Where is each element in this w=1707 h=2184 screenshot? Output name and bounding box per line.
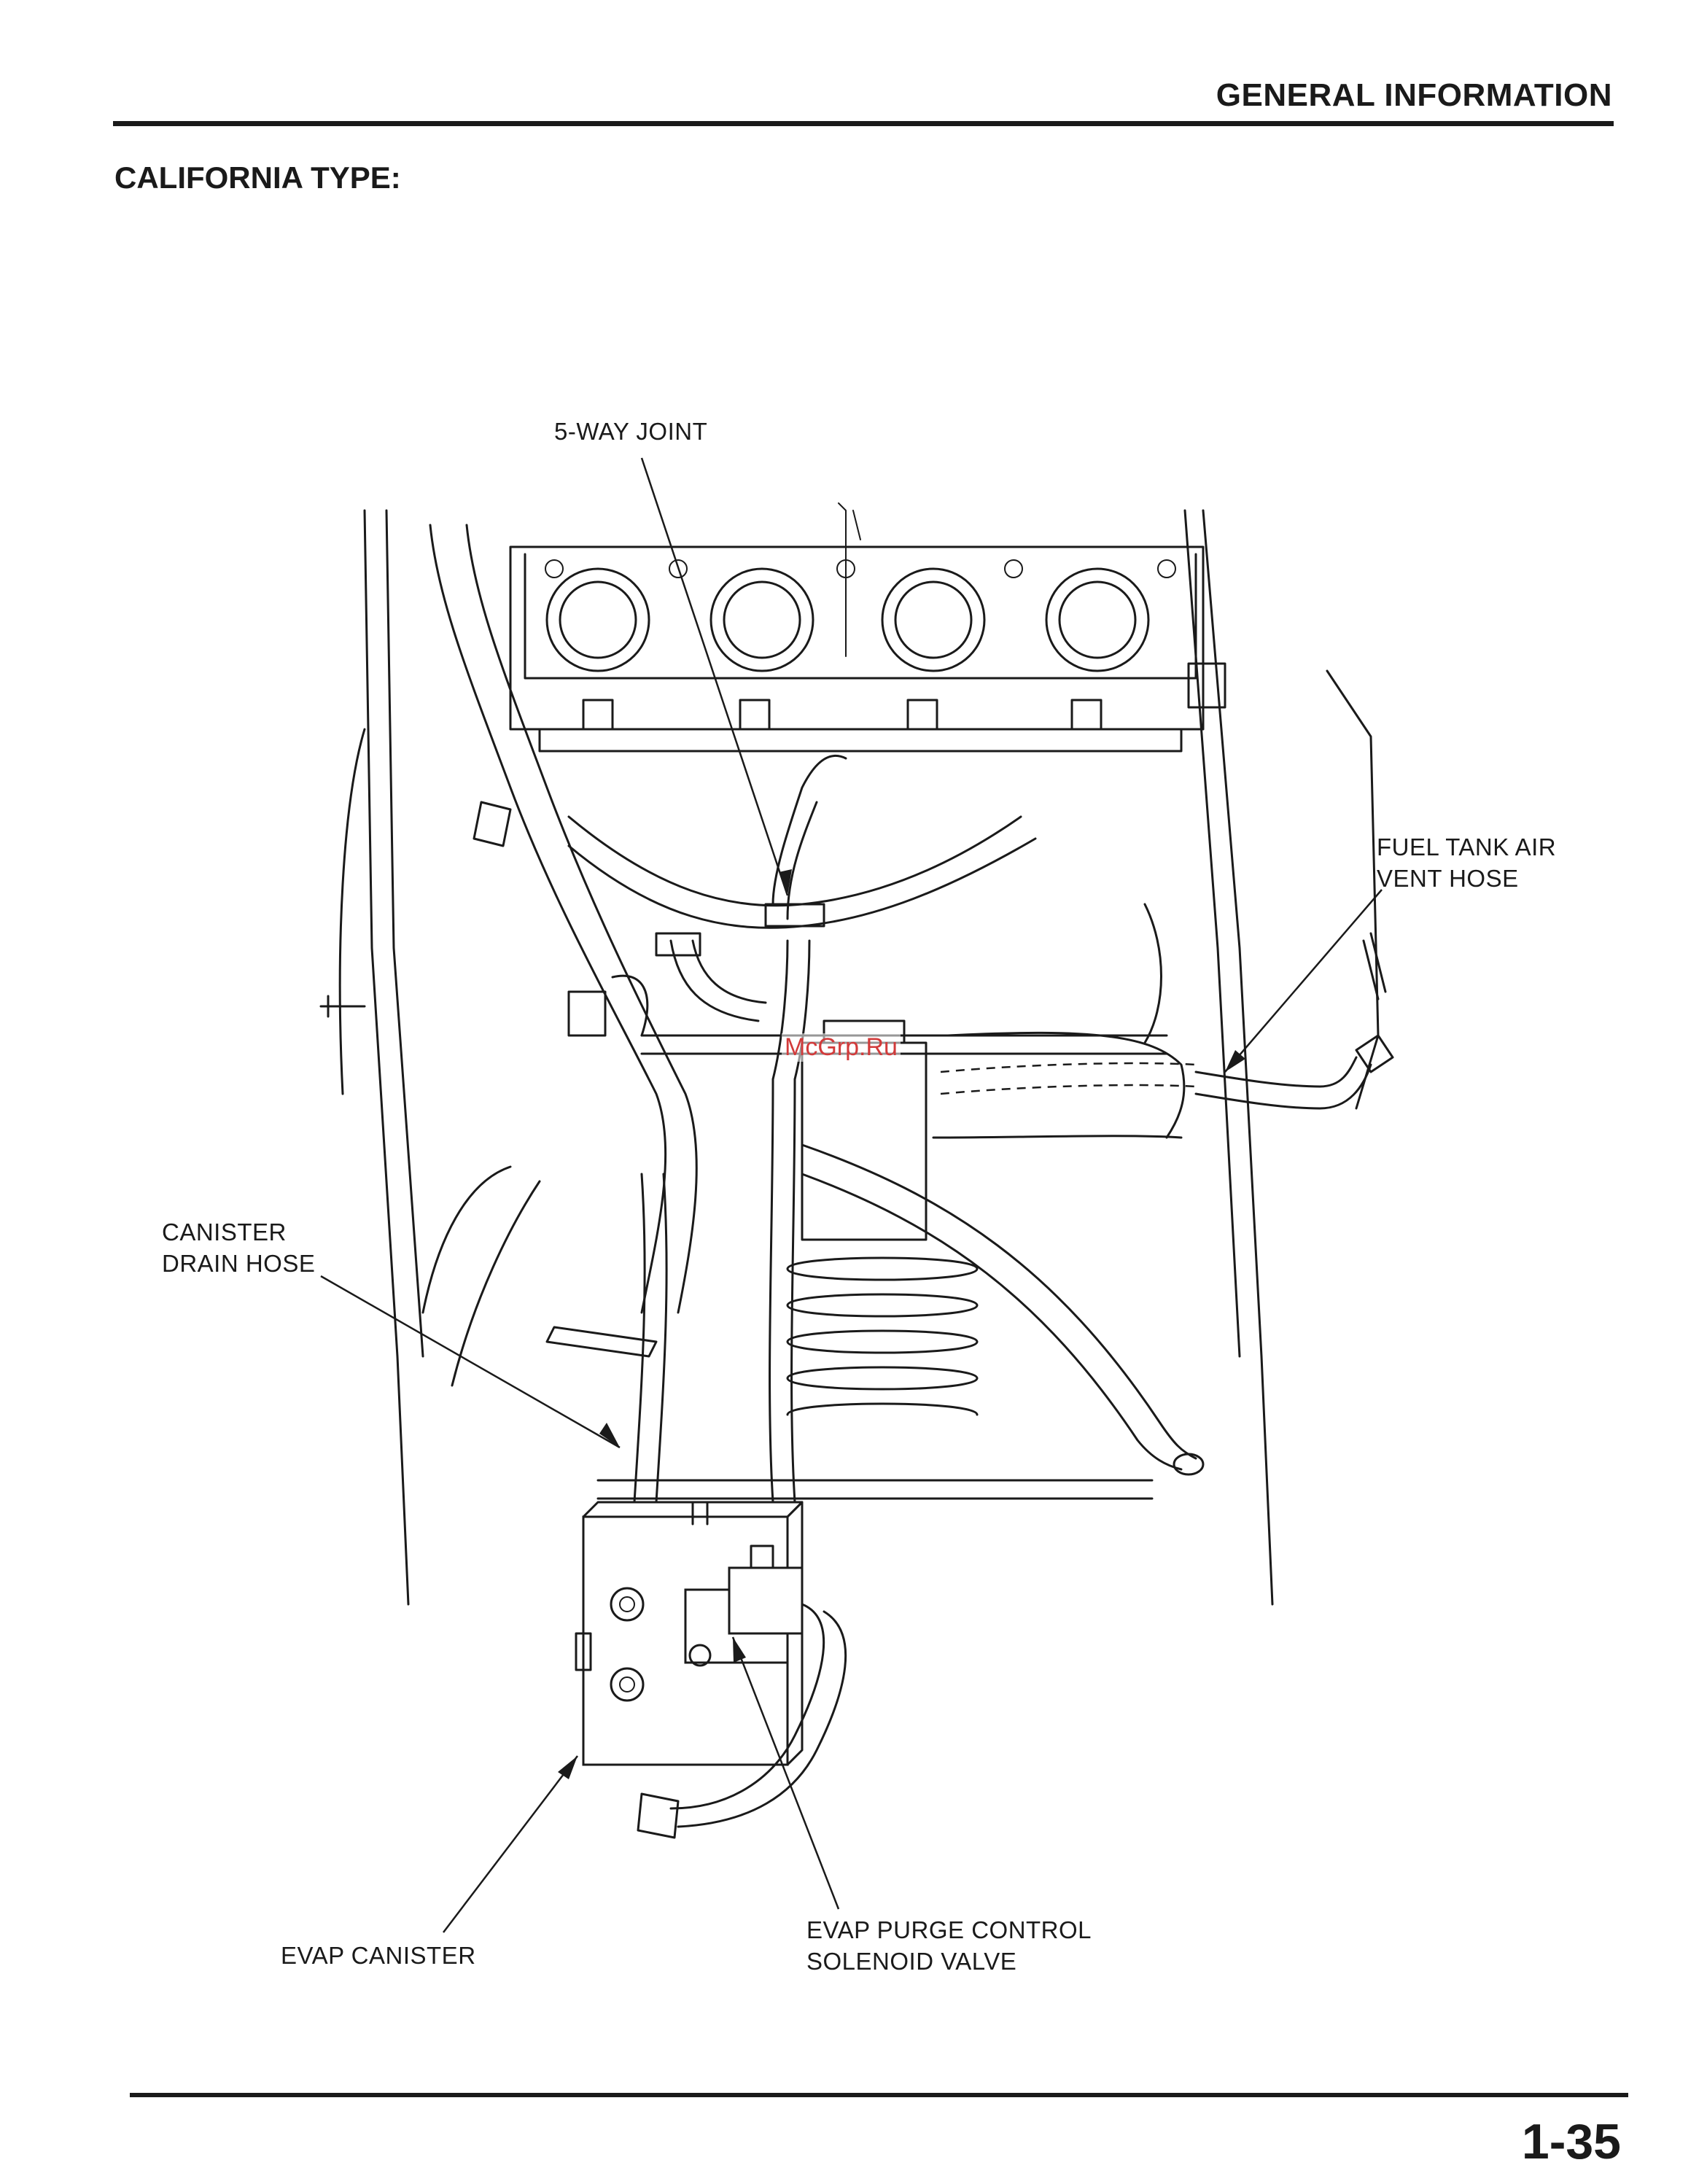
callout-line: VENT HOSE (1377, 863, 1556, 894)
callout-evap-purge-control-solenoid-valve: EVAP PURGE CONTROL SOLENOID VALVE (806, 1914, 1092, 1977)
shock-absorber-spring (788, 1258, 977, 1415)
footer-rule (130, 2093, 1628, 2097)
callout-line: SOLENOID VALVE (806, 1946, 1092, 1977)
fuel-tank-air-vent-hose-drawing (941, 1035, 1393, 1108)
page-number: 1-35 (1522, 2113, 1621, 2170)
callout-line: FUEL TANK AIR (1377, 831, 1556, 863)
lower-cross-member (598, 1480, 1152, 1499)
callout-line: 5-WAY JOINT (554, 416, 707, 447)
callout-line: CANISTER (162, 1216, 315, 1248)
callout-line: EVAP PURGE CONTROL (806, 1914, 1092, 1946)
callout-line: EVAP CANISTER (281, 1940, 476, 1971)
callout-canister-drain-hose: CANISTER DRAIN HOSE (162, 1216, 315, 1279)
vacuum-hoses (569, 755, 1035, 1079)
callout-line: DRAIN HOSE (162, 1248, 315, 1279)
callout-five-way-joint: 5-WAY JOINT (554, 416, 707, 447)
overflow-hose (802, 1145, 1203, 1474)
callout-fuel-tank-air-vent-hose: FUEL TANK AIR VENT HOSE (1377, 831, 1556, 894)
throttle-body-assembly (510, 503, 1225, 751)
watermark: McGrp.Ru (782, 1033, 901, 1062)
callout-evap-canister: EVAP CANISTER (281, 1940, 476, 1971)
